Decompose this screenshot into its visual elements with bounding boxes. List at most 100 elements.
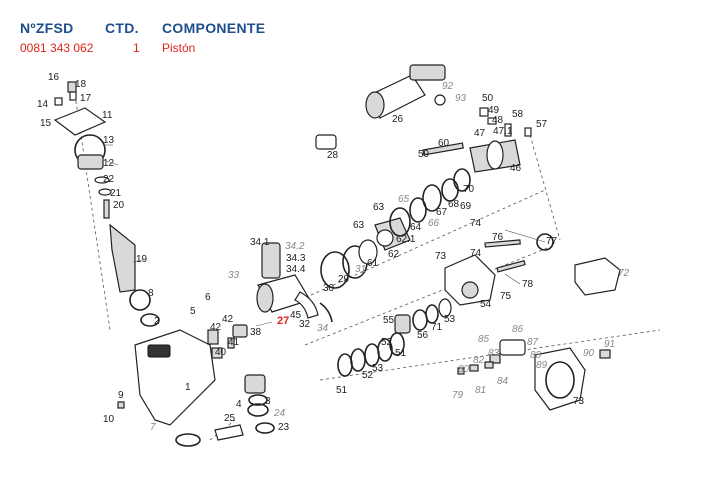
- part-label: 65: [398, 194, 410, 205]
- column-header-qty: CTD.: [105, 20, 139, 36]
- part-label: 64: [410, 222, 422, 233]
- part-label: 42: [210, 322, 222, 333]
- part-label: 12: [103, 158, 115, 169]
- part-label: 31: [355, 264, 366, 275]
- part-label: 30: [323, 283, 335, 294]
- part-label: 58: [512, 109, 524, 120]
- part-label: 78: [522, 279, 534, 290]
- part-label: 73: [435, 251, 447, 262]
- part-label: 82: [473, 355, 485, 366]
- part-label: 93: [455, 93, 467, 104]
- part-label: 81: [475, 385, 486, 396]
- part-label: 5: [190, 306, 196, 317]
- part-label: 10: [103, 414, 115, 425]
- part-label: 38: [250, 327, 262, 338]
- part-label: 74: [470, 248, 482, 259]
- part-label: 6: [205, 292, 211, 303]
- part-label: 47: [474, 128, 486, 139]
- part-label: 8: [148, 288, 154, 299]
- part-label: 80: [458, 364, 470, 375]
- part-label: 59: [418, 149, 430, 160]
- part-label: 9: [118, 390, 124, 401]
- part-label: 25: [224, 413, 236, 424]
- part-label: 74: [470, 218, 482, 229]
- part-label: 48: [492, 115, 504, 126]
- part-label: 50: [482, 93, 494, 104]
- part-label: 1: [185, 382, 191, 393]
- part-label: 71: [431, 322, 443, 333]
- part-label: 26: [392, 114, 404, 125]
- part-label: 45: [290, 310, 302, 321]
- part-label: 77: [546, 236, 558, 247]
- part-label: 88: [530, 350, 542, 361]
- part-label: 75: [500, 291, 512, 302]
- part-label: 70: [463, 184, 475, 195]
- part-label: 2: [154, 316, 160, 327]
- column-header-code: NºZFSD: [20, 20, 74, 36]
- part-label: 63: [373, 202, 385, 213]
- part-label: 54: [480, 299, 492, 310]
- part-label: 91: [604, 339, 615, 350]
- part-label: 55: [383, 315, 395, 326]
- part-label: 60: [438, 138, 450, 149]
- part-label: 62: [388, 249, 400, 260]
- part-label: 32: [299, 319, 311, 330]
- part-label: 61: [367, 258, 379, 269]
- part-label: 28: [327, 150, 339, 161]
- part-label: 15: [40, 118, 52, 129]
- leader-lines: [103, 144, 546, 327]
- part-label: 90: [583, 348, 595, 359]
- assembly-drawing: [53, 64, 661, 447]
- part-label: 51: [395, 348, 407, 359]
- part-label: 22: [103, 174, 115, 185]
- part-label: 46: [510, 163, 522, 174]
- part-label: 67: [436, 207, 448, 218]
- part-label: 53: [372, 363, 384, 374]
- part-label: 73: [573, 396, 585, 407]
- part-label: 87: [527, 337, 539, 348]
- part-label: 66: [428, 218, 440, 229]
- part-label: 17: [80, 93, 92, 104]
- part-label: 42: [222, 314, 234, 325]
- part-label: 33: [228, 270, 240, 281]
- part-label: 52: [381, 337, 393, 348]
- part-label: 49: [488, 105, 500, 116]
- part-label: 11: [102, 110, 113, 121]
- part-label: 7: [150, 422, 156, 433]
- part-label: 56: [417, 330, 429, 341]
- part-qty: 1: [133, 41, 140, 55]
- part-label: 51: [336, 385, 348, 396]
- part-name: Pistón: [162, 41, 196, 55]
- part-number-labels: 16 18 17 14 15 11 13 12 22 21 20 19 8 2 …: [37, 72, 630, 433]
- part-label: 20: [113, 200, 125, 211]
- part-label: 92: [442, 81, 454, 92]
- part-label: 34.2: [285, 241, 305, 252]
- column-header-component: COMPONENTE: [162, 20, 266, 36]
- part-label: 68: [448, 199, 460, 210]
- part-label: 52: [362, 370, 374, 381]
- part-label: 69: [460, 201, 472, 212]
- part-label: 34: [317, 323, 329, 334]
- part-label: 41: [228, 337, 240, 348]
- part-code: 0081 343 062: [20, 41, 94, 55]
- part-label: 18: [75, 79, 87, 90]
- part-label: 3: [265, 396, 271, 407]
- part-label: 85: [478, 334, 490, 345]
- part-label: 72: [618, 268, 630, 279]
- part-label: 62.1: [396, 234, 416, 245]
- highlighted-part-label: 27: [277, 315, 289, 327]
- part-label: 89: [536, 360, 548, 371]
- part-label: 23: [278, 422, 290, 433]
- part-label: 24: [273, 408, 286, 419]
- part-label: 14: [37, 99, 49, 110]
- part-label: 16: [48, 72, 60, 83]
- part-label: 29: [338, 274, 350, 285]
- part-label: 84: [497, 376, 509, 387]
- part-label: 47.1: [493, 126, 513, 137]
- part-label: 21: [110, 188, 122, 199]
- part-label: 86: [512, 324, 524, 335]
- part-label: 4: [236, 399, 242, 410]
- part-label: 76: [492, 232, 504, 243]
- part-label: 83: [488, 348, 500, 359]
- part-label: 40: [215, 347, 227, 358]
